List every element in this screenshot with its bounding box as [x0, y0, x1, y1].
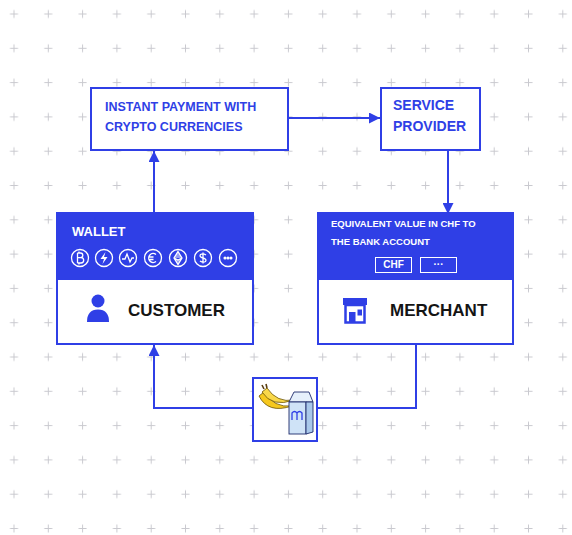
- product-illustration: [253, 378, 317, 441]
- flow-arrow: [154, 345, 416, 408]
- person-icon: [87, 295, 109, 323]
- node-label: CHF: [376, 258, 411, 272]
- value-chip: CHF: [375, 257, 412, 273]
- bitcoin-symbol: [78, 252, 84, 265]
- coin-circle: [145, 250, 162, 267]
- milk-carton-front: [289, 402, 306, 434]
- header-band: EQUIVALENT VALUE IN CHF TO THE BANK ACCO…: [319, 214, 512, 280]
- coin-circle: [220, 250, 237, 267]
- process-box: INSTANT PAYMENT WITH CRYPTO CURRENCIES: [90, 87, 289, 151]
- wallet-icons: [72, 250, 237, 267]
- store-window: [358, 310, 363, 316]
- coin-circle: [195, 250, 212, 267]
- header-band: WALLET: [58, 214, 252, 280]
- node-label: SERVICE PROVIDER: [393, 95, 479, 137]
- milk-carton-side: [306, 402, 313, 434]
- store-door: [349, 312, 356, 323]
- store-body: [346, 305, 365, 323]
- process-box: SERVICE PROVIDER: [380, 87, 481, 151]
- coin-circle: [72, 250, 89, 267]
- node-label: CUSTOMER: [128, 300, 248, 322]
- node-label: ···: [421, 258, 456, 272]
- process-box: MERCHANT EQUIVALENT VALUE IN CHF TO THE B…: [317, 212, 514, 345]
- flow-arrow: [289, 117, 380, 119]
- node-label: WALLET: [72, 224, 242, 240]
- dollar-symbol: [200, 253, 206, 264]
- person-body: [87, 310, 109, 323]
- node-label: MERCHANT: [390, 300, 510, 322]
- person-head: [92, 295, 105, 308]
- connector-layer: [154, 118, 448, 408]
- coin-circle: [120, 250, 137, 267]
- process-box: CUSTOMER WALLET: [56, 212, 254, 345]
- flow-arrow: [447, 151, 449, 214]
- node-label: INSTANT PAYMENT WITH CRYPTO CURRENCIES: [105, 97, 285, 137]
- store-awning: [343, 298, 367, 305]
- banana: [259, 392, 292, 408]
- store-icon: [343, 298, 367, 323]
- dot-symbol: [227, 257, 229, 259]
- product-box: [253, 378, 317, 441]
- node-label: EQUIVALENT VALUE IN CHF TO THE BANK ACCO…: [331, 215, 481, 251]
- wave-symbol: [122, 254, 134, 262]
- milk-logo: [292, 412, 302, 421]
- banana-stem: [262, 384, 267, 389]
- flow-arrow: [153, 151, 155, 214]
- dot-symbol: [230, 257, 232, 259]
- banana: [262, 388, 294, 403]
- coin-circle: [96, 250, 113, 267]
- dot-symbol: [224, 257, 226, 259]
- milk-carton-top: [289, 392, 313, 402]
- euro-symbol: [149, 254, 157, 263]
- coin-circle: [170, 250, 187, 267]
- lightning-symbol: [101, 252, 108, 264]
- ether-symbol: [174, 252, 182, 265]
- value-chip: ···: [420, 257, 457, 273]
